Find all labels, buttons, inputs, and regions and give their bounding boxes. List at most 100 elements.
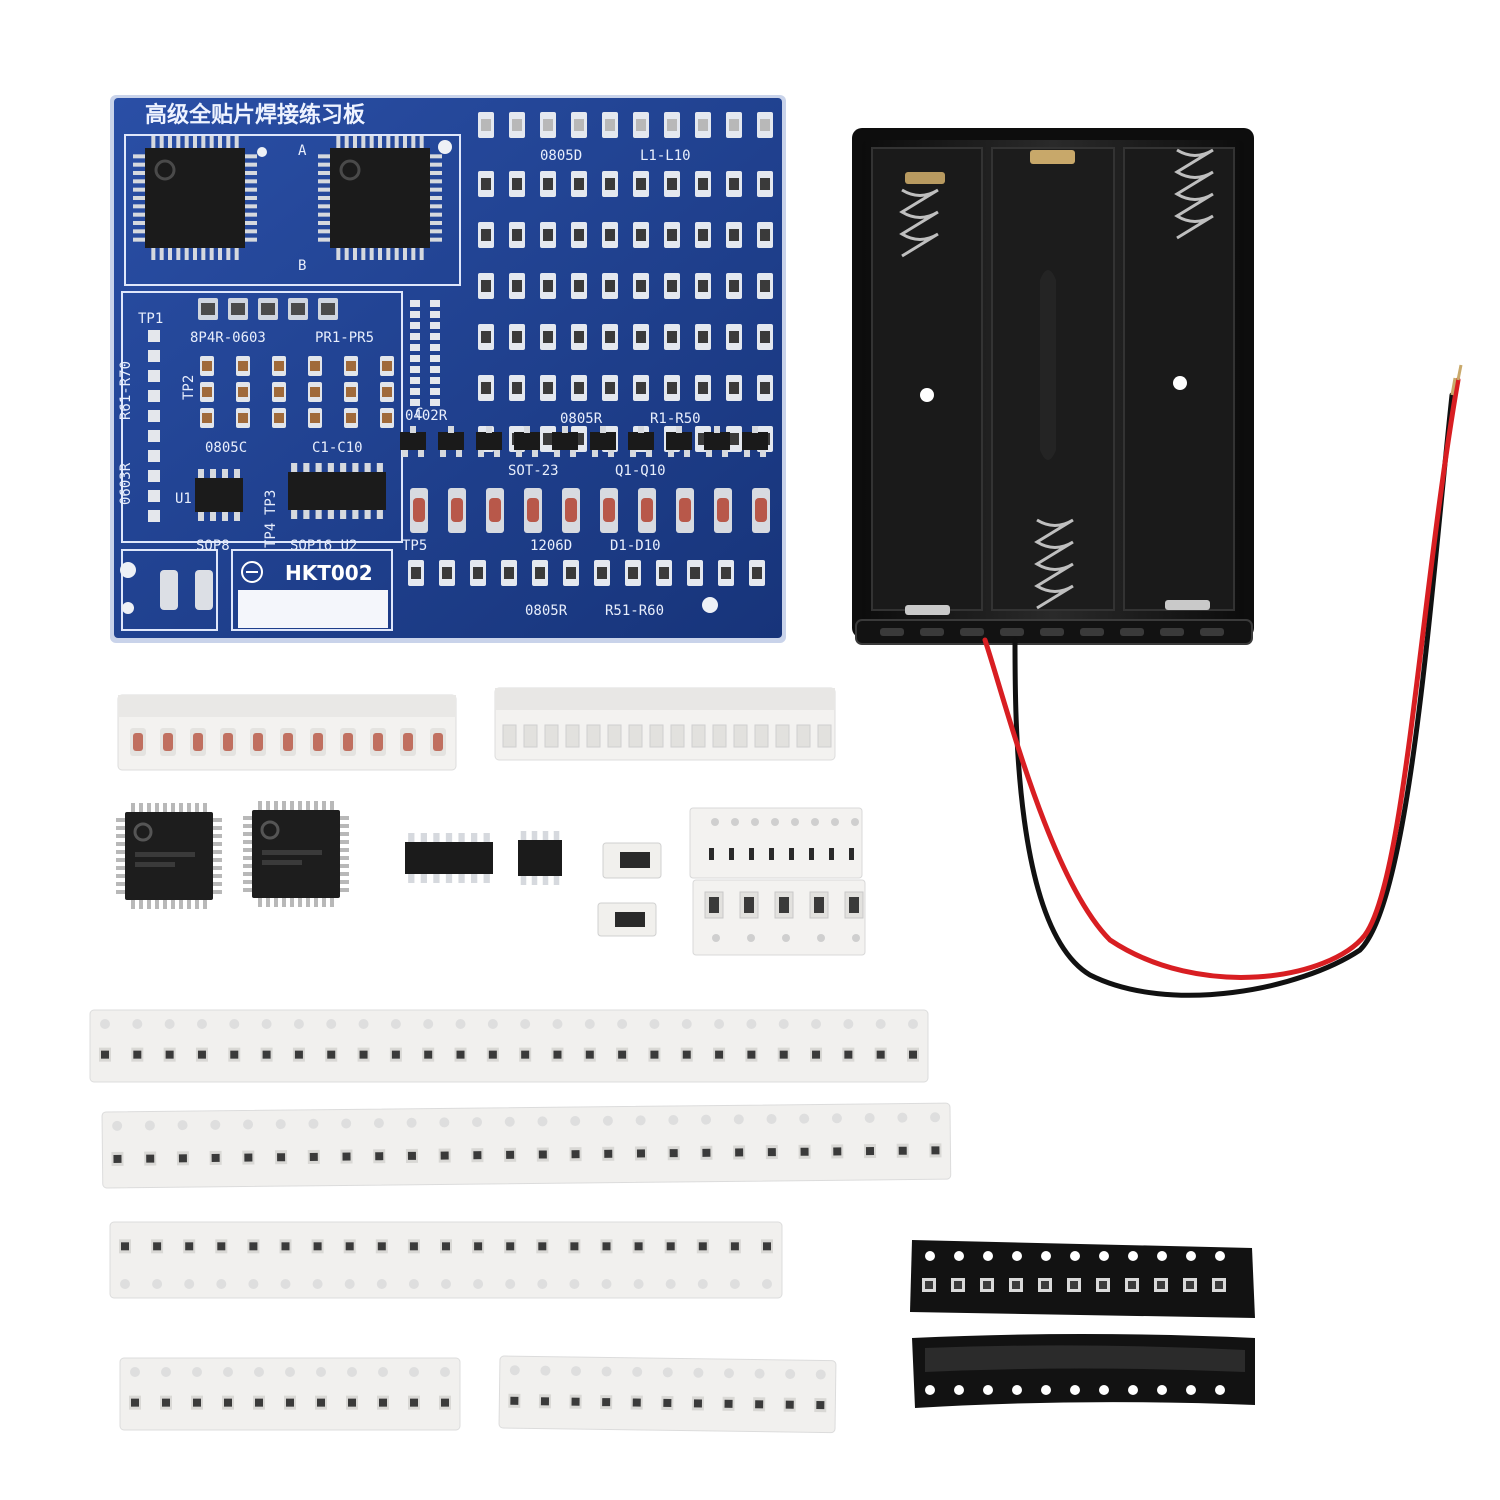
mounting-hole xyxy=(120,562,136,578)
qfp-b-body xyxy=(330,148,430,248)
sprocket-hole xyxy=(843,1019,854,1029)
sprocket-hole xyxy=(472,1117,483,1128)
qfp-pin xyxy=(306,898,310,907)
chip-logo-icon xyxy=(339,159,361,181)
sprocket-hole xyxy=(223,1367,233,1377)
sprocket-hole xyxy=(799,1113,810,1124)
smd-component xyxy=(224,1398,232,1407)
smd-component xyxy=(663,1398,672,1408)
sop-pin xyxy=(198,469,204,478)
label-u2: SOP16 U2 xyxy=(290,538,357,554)
sprocket-hole xyxy=(505,1279,516,1289)
qfp-pin xyxy=(430,229,442,234)
tape-pocket xyxy=(796,724,811,748)
smd-component xyxy=(1157,1281,1165,1289)
smd-component xyxy=(574,382,584,394)
sprocket-hole xyxy=(504,1116,515,1127)
smd-component xyxy=(636,331,646,343)
capacitor xyxy=(238,361,248,371)
sprocket-hole xyxy=(112,1120,123,1131)
smd-component xyxy=(1128,1281,1136,1289)
cell-slot-1 xyxy=(871,147,983,611)
sprocket-hole xyxy=(347,1367,357,1377)
smd-component xyxy=(178,1154,187,1163)
sot23 xyxy=(666,432,692,450)
smd-component xyxy=(1070,1281,1078,1289)
qfp-pin xyxy=(203,900,207,909)
wire-tip xyxy=(1450,377,1457,396)
sprocket-hole xyxy=(771,818,779,826)
pad-0402 xyxy=(430,300,440,307)
sprocket-hole xyxy=(954,1385,964,1395)
smd-component xyxy=(348,1398,356,1407)
smd-component xyxy=(605,229,615,241)
sprocket-hole xyxy=(540,1365,551,1376)
smd-component xyxy=(327,1050,336,1059)
smd-component xyxy=(442,567,452,579)
smd-component xyxy=(779,1050,788,1059)
sprocket-hole xyxy=(537,1116,548,1127)
qfp-pin xyxy=(116,858,125,862)
smd-component xyxy=(540,1397,550,1406)
resistor-array xyxy=(291,303,305,315)
sprocket-hole xyxy=(751,818,759,826)
pad-grid-left xyxy=(148,298,440,522)
smd-component xyxy=(481,229,491,241)
sot-pin xyxy=(744,450,750,457)
sprocket-hole xyxy=(341,1118,352,1129)
component-tape xyxy=(119,1357,461,1431)
smd-component xyxy=(442,1242,450,1251)
smd-component xyxy=(409,1242,418,1251)
pad-0402 xyxy=(410,333,420,340)
smd-component xyxy=(262,1050,271,1059)
sop-pin xyxy=(222,512,228,521)
smd-component xyxy=(634,1242,643,1251)
diode xyxy=(755,498,767,522)
label-0805c: 0805C xyxy=(205,440,247,456)
smd-component xyxy=(481,382,491,394)
sprocket-hole xyxy=(778,1019,789,1029)
sprocket-hole xyxy=(632,1366,643,1377)
sprocket-hole xyxy=(537,1279,548,1289)
sprocket-hole xyxy=(1070,1385,1080,1395)
qfp-pin xyxy=(336,136,341,148)
qfp-pin xyxy=(386,248,391,260)
smd-component xyxy=(375,1152,384,1161)
smd-component xyxy=(721,567,731,579)
smd-component xyxy=(925,1281,933,1289)
qfp-pin xyxy=(290,801,294,810)
tape-cells xyxy=(709,818,859,860)
label-q1-q10: Q1-Q10 xyxy=(615,463,666,479)
qfp-pin xyxy=(430,187,442,192)
tape-pocket xyxy=(544,724,559,748)
smd-component xyxy=(698,382,708,394)
smd-component xyxy=(632,1398,641,1407)
sprocket-hole xyxy=(487,1019,498,1029)
qfp-pin xyxy=(213,882,222,886)
sprocket-hole xyxy=(875,1019,886,1029)
resistor xyxy=(744,897,754,913)
pad-0603 xyxy=(148,450,160,462)
sprocket-hole xyxy=(316,1367,326,1377)
sprocket-hole xyxy=(1012,1251,1022,1261)
sot-pin xyxy=(600,426,606,433)
sprocket-hole xyxy=(473,1279,484,1289)
sot-pin xyxy=(684,450,690,457)
qfp-a-body xyxy=(145,148,245,248)
sprocket-hole xyxy=(1186,1251,1196,1261)
smd-component xyxy=(574,119,584,131)
qfp-pin xyxy=(318,171,330,175)
smd-component xyxy=(538,1150,547,1159)
smd-component xyxy=(1099,1281,1107,1289)
sprocket-hole xyxy=(184,1279,195,1289)
rim-slot xyxy=(1000,628,1024,636)
smd-component xyxy=(506,1150,515,1159)
holder-hole xyxy=(920,388,934,402)
qfp-pin xyxy=(133,221,145,225)
sprocket-hole xyxy=(312,1279,323,1289)
smd-component xyxy=(833,1147,842,1156)
qfp-pin xyxy=(411,136,416,148)
long-component-tapes xyxy=(89,1009,952,1434)
qfp-pin xyxy=(116,866,125,870)
sprocket-hole xyxy=(701,1114,712,1125)
